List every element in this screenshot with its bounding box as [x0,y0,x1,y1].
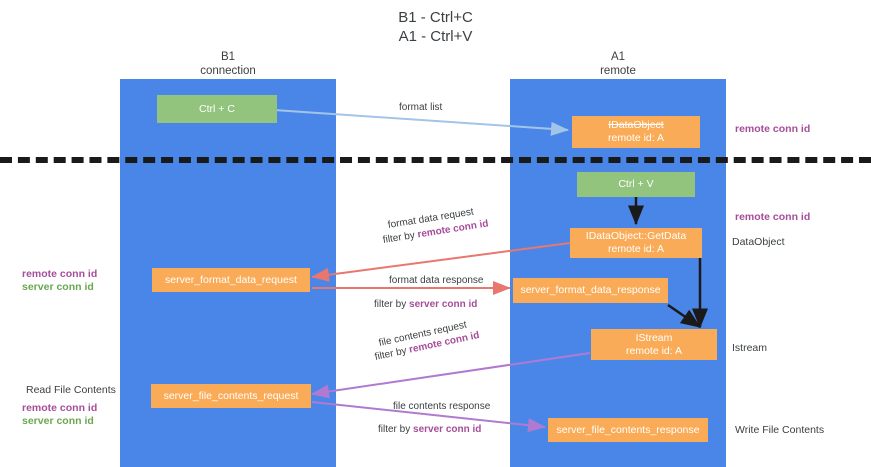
annotation-read-file-contents: Read File Contents [26,384,116,396]
node-istream[interactable]: IStream remote id: A [591,329,717,360]
node-server-file-contents-response[interactable]: server_file_contents_response [548,418,708,442]
lane-header-b1: B1 connection [120,50,336,78]
edge-label-format-list: format list [399,102,443,113]
annotation-istream: Istream [732,342,768,354]
node-idataobject-top-line2: remote id: A [607,132,665,144]
node-ctrl-v-label: Ctrl + V [618,178,654,190]
diagram-title: B1 - Ctrl+C A1 - Ctrl+V [0,8,871,46]
edge-label-file-contents-response: file contents response [393,401,491,412]
node-idataobject-top-line1: IDataObject [608,119,664,131]
edge-label-format-data-response: format data response [389,275,484,286]
lane-header-b1-line2: connection [200,65,256,77]
annotation-left-remote-conn-id-mid: remote conn id [22,268,98,280]
annotation-left-server-conn-id-mid: server conn id [22,281,94,293]
node-ctrl-c-label: Ctrl + C [199,102,235,115]
filter-key-server-conn-id-2: server conn id [413,424,482,435]
title-line-1: B1 - Ctrl+C [398,9,473,26]
lane-header-b1-line1: B1 [220,51,236,63]
node-server-file-contents-request-label: server_file_contents_request [163,389,299,402]
lane-header-a1-line2: remote [600,65,636,77]
annotation-write-file-contents: Write File Contents [735,424,825,436]
node-istream-line2: remote id: A [625,344,683,357]
node-ctrl-c[interactable]: Ctrl + C [157,95,277,123]
annotation-left-server-conn-id-bottom: server conn id [22,415,94,427]
annotation-left-remote-conn-id-bottom: remote conn id [22,402,98,414]
lane-header-a1-line1: A1 [610,51,626,63]
edge-label-file-contents-response-filter: filter by server conn id [378,423,481,436]
annotation-remote-conn-id-top: remote conn id [735,123,811,135]
node-server-file-contents-response-label: server_file_contents_response [556,423,700,436]
node-getdata-line2: remote id: A [607,243,665,255]
node-server-format-data-request[interactable]: server_format_data_request [152,268,310,292]
filter-prefix-2: filter by [374,299,410,310]
annotation-remote-conn-id-mid: remote conn id [735,211,811,223]
node-server-format-data-request-label: server_format_data_request [165,273,297,286]
lane-header-a1: A1 remote [510,50,726,78]
filter-prefix-4: filter by [378,424,414,435]
filter-prefix-1: filter by [382,229,419,246]
node-istream-line1: IStream [635,331,673,344]
node-server-format-data-response-label: server_format_data_response [520,284,661,296]
filter-key-server-conn-id-1: server conn id [409,299,478,310]
node-server-format-data-response[interactable]: server_format_data_response [513,278,668,303]
node-ctrl-v[interactable]: Ctrl + V [577,172,695,197]
phase-divider [0,157,871,163]
title-line-2: A1 - Ctrl+V [398,28,473,45]
edge-label-format-data-response-filter: filter by server conn id [374,298,477,311]
node-idataobject-top[interactable]: IDataObject remote id: A [572,116,700,148]
annotation-dataobject: DataObject [732,236,785,248]
node-idataobject-getdata[interactable]: IDataObject::GetData remote id: A [570,228,702,258]
node-server-file-contents-request[interactable]: server_file_contents_request [151,384,311,408]
node-getdata-line1: IDataObject::GetData [585,230,687,242]
